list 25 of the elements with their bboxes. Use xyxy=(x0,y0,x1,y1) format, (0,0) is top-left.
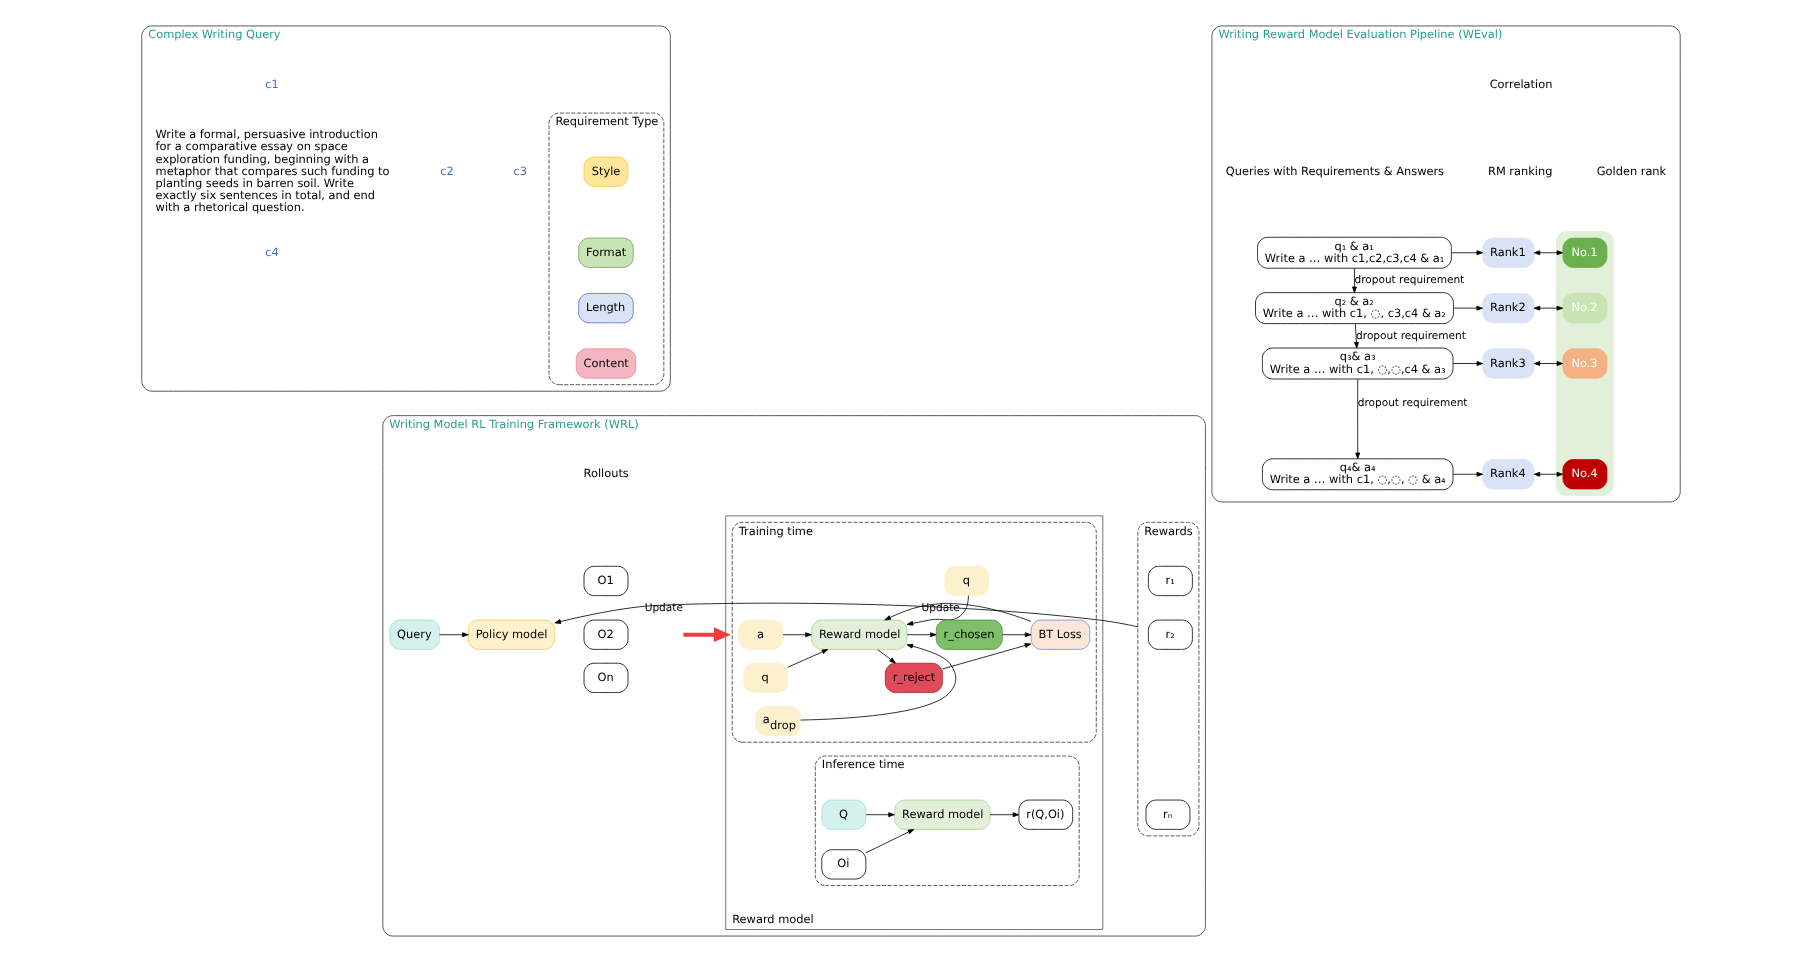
arrow xyxy=(781,632,811,638)
arrow xyxy=(1450,250,1483,256)
arrow xyxy=(941,643,1031,670)
arrow xyxy=(1532,471,1563,477)
arrow xyxy=(905,632,936,638)
arrow xyxy=(883,603,1031,622)
arrow xyxy=(1532,305,1563,311)
arrow xyxy=(876,649,895,664)
arrow xyxy=(864,829,914,854)
arrow xyxy=(1353,323,1358,349)
arrow xyxy=(438,632,468,638)
arrow xyxy=(1532,250,1563,256)
arrow xyxy=(1532,361,1563,366)
arrow xyxy=(988,812,1019,818)
arrow xyxy=(864,812,894,818)
arrow xyxy=(553,602,1138,628)
arrow xyxy=(799,643,956,721)
arrow xyxy=(1354,378,1360,460)
arrow xyxy=(1452,305,1482,311)
arrow xyxy=(1000,632,1031,638)
arrow xyxy=(1451,471,1483,477)
arrow xyxy=(1351,267,1356,294)
arrow xyxy=(1451,361,1483,366)
arrow xyxy=(786,649,828,668)
arrow xyxy=(682,627,730,643)
